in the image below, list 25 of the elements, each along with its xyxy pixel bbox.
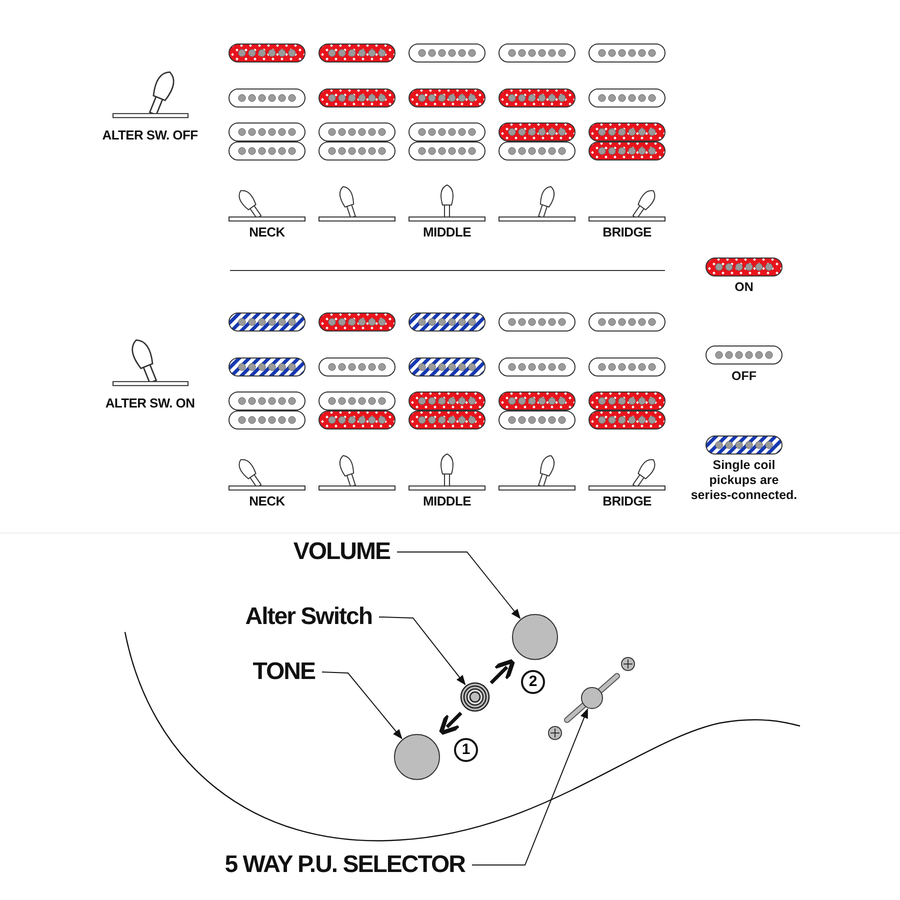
position-label: BRIDGE (602, 494, 652, 508)
leader-line (378, 616, 466, 686)
callout-text: VOLUME (293, 538, 390, 566)
callout-text: 5 WAY P.U. SELECTOR (224, 851, 465, 879)
control-knob (581, 687, 603, 709)
leader-line (396, 552, 521, 620)
legend-text: OFF (730, 369, 758, 384)
callout-number: 2 (521, 670, 545, 694)
legend-text: ON (734, 280, 754, 295)
leader-line (322, 672, 402, 740)
position-label: BRIDGE (602, 224, 652, 240)
position-label: ALTER SW. OFF (102, 128, 198, 142)
callout-text: Alter Switch (245, 603, 372, 631)
position-label: NECK (249, 494, 285, 508)
position-label: NECK (249, 224, 285, 240)
control-knob (512, 614, 558, 660)
switch-knob (460, 682, 490, 712)
callout-number: 1 (454, 738, 478, 762)
position-label: MIDDLE (422, 494, 472, 508)
position-label: MIDDLE (422, 224, 472, 240)
legend-text: Single coil pickups are series-connected. (690, 458, 798, 503)
control-knob (394, 734, 440, 780)
position-label: ALTER SW. ON (105, 396, 195, 410)
leader-line (472, 708, 588, 866)
callout-text: TONE (252, 658, 315, 686)
